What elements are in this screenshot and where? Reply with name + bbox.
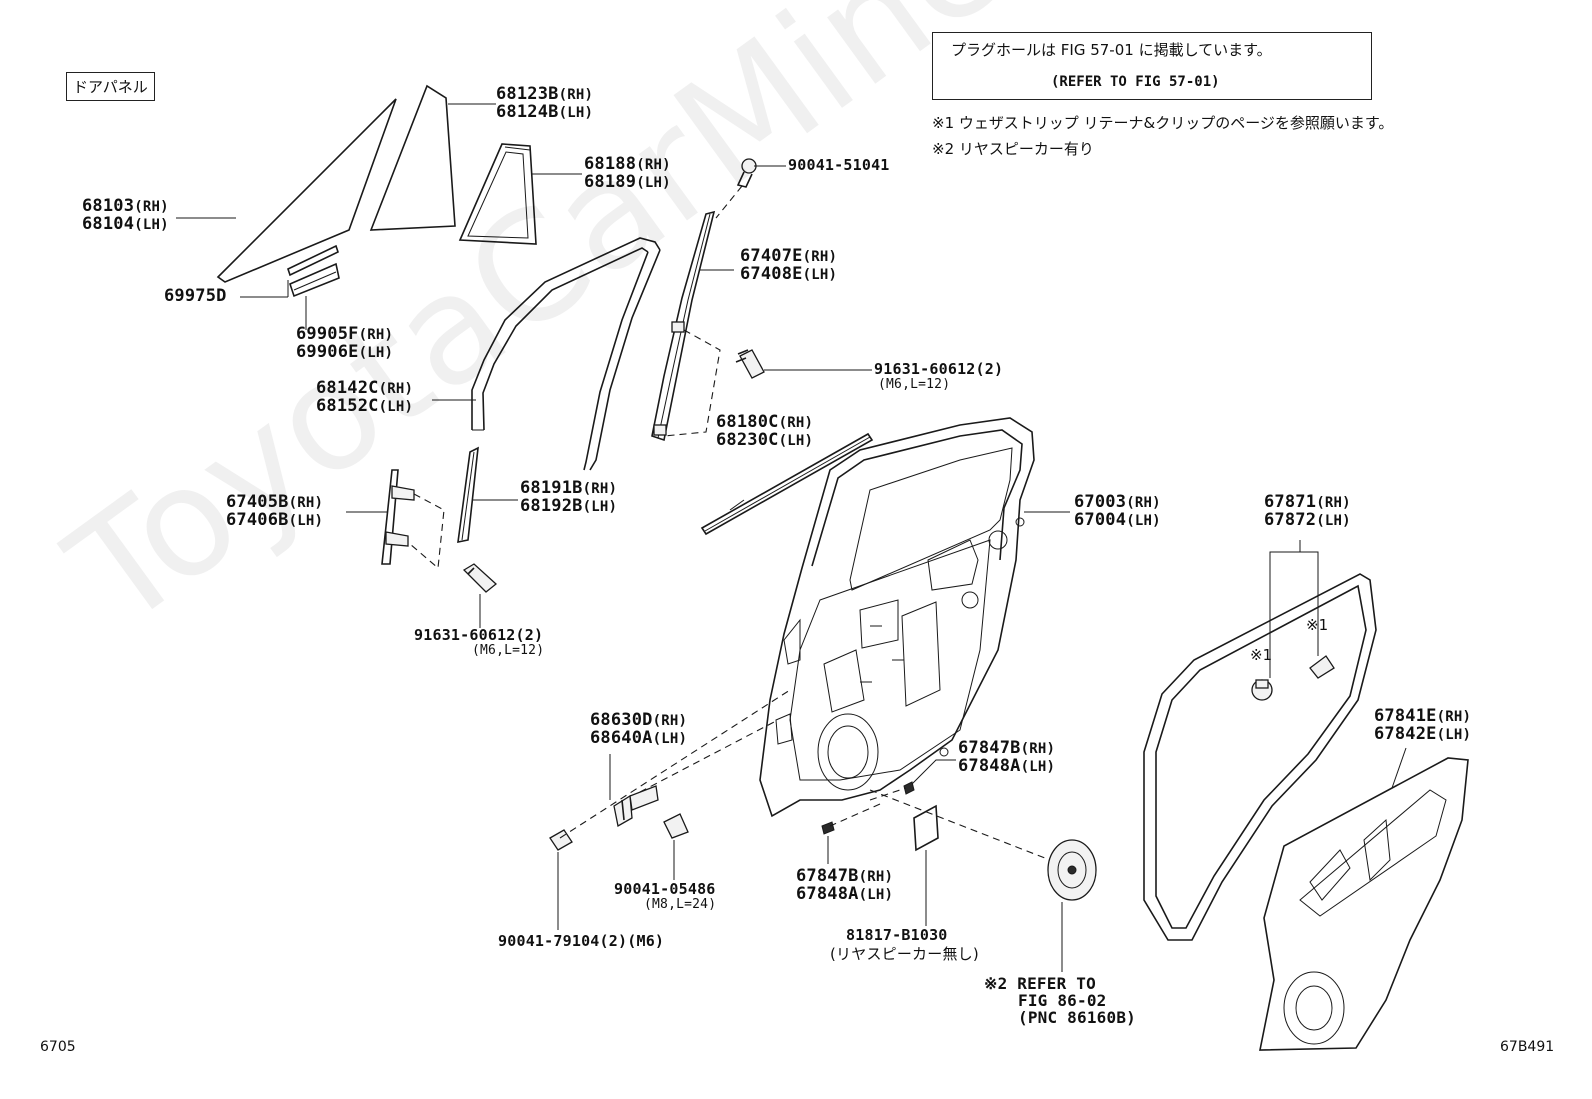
clip-right bbox=[1309, 655, 1335, 679]
division-bar-67407 bbox=[651, 210, 716, 442]
rear-speaker bbox=[1047, 839, 1097, 901]
clip-left bbox=[1251, 679, 1273, 701]
glass-channel-69905 bbox=[289, 262, 340, 298]
top-note-line2: (REFER TO FIG 57-01) bbox=[1051, 74, 1220, 90]
label-68188: 68188(RH) 68189(LH) bbox=[584, 154, 671, 192]
glass-channel-69975 bbox=[287, 244, 339, 277]
top-note-box: プラグホールは FIG 57-01 に掲載しています。 (REFER TO FI… bbox=[932, 32, 1372, 100]
screw-90041-51041 bbox=[736, 158, 757, 188]
label-67405: 67405B(RH) 67406B(LH) bbox=[226, 492, 324, 530]
door-glass-run-68142 bbox=[471, 237, 661, 471]
figure-code-right: 67B491 bbox=[1500, 1039, 1555, 1055]
belt-weatherstrip-68180 bbox=[700, 432, 874, 536]
label-90041-79104: 90041-79104(2)(M6) bbox=[498, 932, 665, 950]
door-trim-67841 bbox=[1259, 757, 1469, 1051]
quarter-glass-68123 bbox=[369, 84, 456, 231]
panel-label: ドアパネル bbox=[66, 72, 155, 101]
label-68142: 68142C(RH) 68152C(LH) bbox=[316, 378, 414, 416]
label-68180: 68180C(RH) 68230C(LH) bbox=[716, 412, 814, 450]
clip-mark-left: ※1 bbox=[1250, 646, 1273, 664]
label-69975: 69975D bbox=[164, 286, 227, 306]
bolt-91631-upper bbox=[735, 349, 765, 379]
footnote-2: ※2 リヤスピーカー有り bbox=[932, 140, 1094, 158]
label-67841: 67841E(RH) 67842E(LH) bbox=[1374, 706, 1472, 744]
label-67847-lower: 67847B(RH) 67848A(LH) bbox=[796, 866, 894, 904]
label-91631-lower: 91631-60612(2) (M6,L=12) bbox=[414, 626, 545, 658]
door-hinge-68630 bbox=[613, 785, 659, 828]
clip-mark-right: ※1 bbox=[1306, 616, 1329, 634]
rear-lower-frame-67405 bbox=[381, 469, 415, 565]
label-91631-upper: 91631-60612(2) (M6,L=12) bbox=[874, 360, 1004, 392]
label-90041-05486: 90041-05486 (M8,L=24) bbox=[614, 880, 717, 912]
nut-90041-79104 bbox=[549, 829, 573, 851]
door-shell-67003 bbox=[759, 417, 1035, 818]
panel-label-text: ドアパネル bbox=[73, 78, 148, 96]
top-note-line1: プラグホールは FIG 57-01 に掲載しています。 bbox=[951, 41, 1272, 59]
label-68191: 68191B(RH) 68192B(LH) bbox=[520, 478, 618, 516]
label-68103: 68103(RH) 68104(LH) bbox=[82, 196, 169, 234]
label-69905: 69905F(RH) 69906E(LH) bbox=[296, 324, 394, 362]
run-channel-68191 bbox=[457, 446, 479, 544]
bolt-90041-05486 bbox=[663, 813, 689, 839]
label-67871: 67871(RH) 67872(LH) bbox=[1264, 492, 1351, 530]
door-weatherstrip-67871 bbox=[1143, 573, 1377, 941]
bolt-91631-lower bbox=[462, 563, 498, 593]
hole-cover-81817 bbox=[913, 804, 939, 852]
label-90041-51041: 90041-51041 bbox=[788, 156, 890, 174]
label-67407: 67407E(RH) 67408E(LH) bbox=[740, 246, 838, 284]
label-68630: 68630D(RH) 68640A(LH) bbox=[590, 710, 688, 748]
figure-code-left: 6705 bbox=[40, 1039, 76, 1055]
label-81817: 81817-B1030 (リヤスピーカー無し) bbox=[830, 926, 979, 963]
clip-67847-lower bbox=[821, 821, 835, 835]
footnote-1: ※1 ウェザストリップ リテーナ&クリップのページを参照願います。 bbox=[932, 114, 1394, 132]
label-67003: 67003(RH) 67004(LH) bbox=[1074, 492, 1161, 530]
door-glass-68103 bbox=[216, 98, 397, 283]
clip-67847-upper bbox=[903, 781, 915, 795]
quarter-weatherstrip-68188 bbox=[458, 143, 537, 245]
label-67847-upper: 67847B(RH) 67848A(LH) bbox=[958, 738, 1056, 776]
label-speaker-ref: ※2 REFER TO FIG 86-02 (PNC 86160B) bbox=[984, 974, 1136, 1027]
label-68123: 68123B(RH) 68124B(LH) bbox=[496, 84, 594, 122]
